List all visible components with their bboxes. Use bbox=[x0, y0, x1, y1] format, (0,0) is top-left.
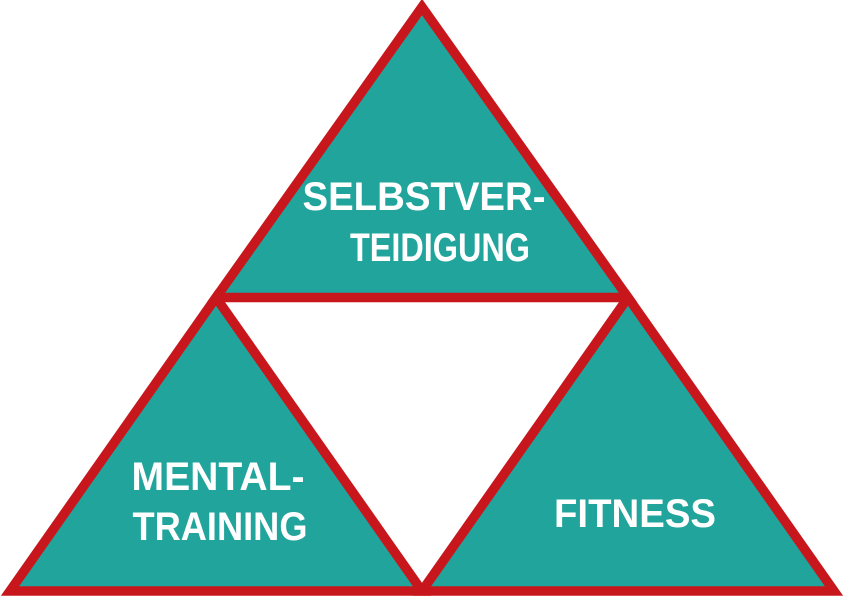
label-selbstverteidigung-line-2: TEIDIGUNG bbox=[350, 226, 530, 270]
label-selbstverteidigung-line-1: SELBSTVER- bbox=[303, 175, 546, 219]
label-mentaltraining-line-1: MENTAL- bbox=[132, 455, 305, 499]
triangle-mentaltraining bbox=[0, 289, 432, 596]
label-mentaltraining-line-2: TRAINING bbox=[133, 505, 308, 549]
triangle-fitness bbox=[412, 289, 844, 596]
label-fitness: FITNESS bbox=[554, 492, 716, 536]
triangle-selbstverteidigung bbox=[206, 0, 638, 303]
